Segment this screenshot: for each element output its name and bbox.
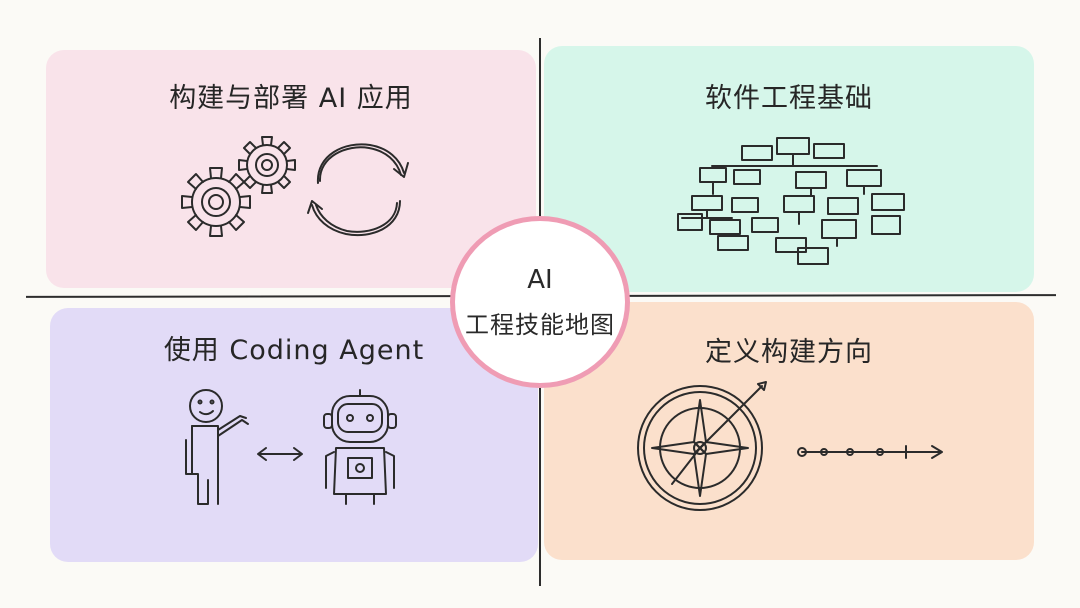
center-circle: AI 工程技能地图 — [450, 216, 630, 388]
quadrant-define-direction: 定义构建方向 — [544, 302, 1034, 560]
center-title-skill-map: 工程技能地图 — [465, 311, 615, 339]
compass-icon — [637, 381, 767, 511]
quadrant-coding-agent: 使用 Coding Agent — [50, 308, 538, 562]
person-icon — [185, 389, 249, 505]
gears-icon — [181, 136, 296, 237]
quadrant-build-deploy: 构建与部署 AI 应用 — [46, 50, 536, 288]
two-way-arrow-icon — [257, 447, 303, 461]
quadrant-title-build-deploy: 构建与部署 AI 应用 — [169, 83, 413, 114]
center-title-ai: AI — [527, 265, 553, 295]
quadrant-title-software-engineering: 软件工程基础 — [705, 83, 873, 114]
dotted-arrow-icon — [797, 445, 943, 459]
robot-icon — [323, 389, 397, 505]
quadrant-title-define-direction: 定义构建方向 — [705, 337, 873, 368]
cycle-arrows-icon — [307, 143, 409, 236]
flowchart-icon — [677, 137, 905, 265]
quadrant-title-coding-agent: 使用 Coding Agent — [163, 335, 425, 366]
